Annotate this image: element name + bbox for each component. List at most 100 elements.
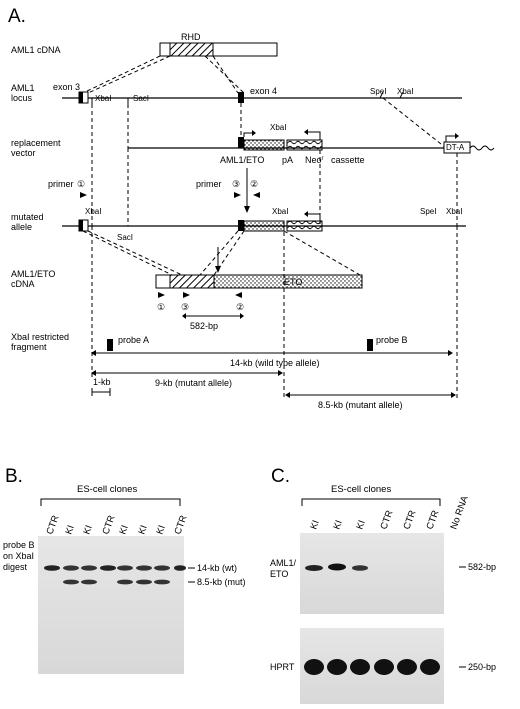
panel-b-side-label-1: probe B	[3, 540, 35, 550]
exon3-fill	[79, 92, 83, 103]
mutated-eto	[243, 220, 285, 232]
row-label-fragment-2: fragment	[11, 342, 47, 352]
panel-c-top-size: 582-bp	[468, 562, 496, 572]
vector-neo-cassette	[286, 139, 323, 151]
vector-pa: pA	[282, 155, 293, 165]
primer-2-arrow	[253, 192, 260, 198]
row-label-fusion-1: AML1/ETO	[11, 269, 55, 279]
panel-b-group-bracket	[40, 498, 181, 506]
mutated-xbai-1: XbaI	[85, 207, 101, 216]
lane-label-no-rna: No RNA	[448, 494, 470, 531]
fusion-primer-3-label: ③	[181, 302, 189, 312]
panel-c-group-label: ES-cell clones	[331, 484, 391, 495]
fusion-primer-2	[235, 292, 242, 298]
vector-eto-insert	[243, 139, 285, 151]
fusion-primer-1	[158, 292, 165, 298]
row-label-locus-2: locus	[11, 93, 33, 103]
band-hprt	[420, 659, 440, 675]
proj-cdna-exon3b	[87, 55, 171, 94]
locus-spei: SpeI	[370, 87, 386, 96]
exon3-label: exon 3	[53, 82, 80, 92]
panel-a-letter: A.	[8, 6, 26, 27]
locus-site-ticks	[91, 91, 404, 104]
vector-tail	[469, 145, 495, 151]
locus-xbai-1: XbaI	[95, 94, 111, 103]
lane-label: CTR	[401, 509, 418, 531]
lane-label: KI	[154, 524, 167, 536]
band-wt-label: 14-kb (wt)	[197, 563, 237, 573]
row-label-cdna: AML1 cDNA	[11, 45, 61, 55]
primer-1-left: ①	[77, 179, 85, 189]
lane-label: CTR	[44, 514, 61, 536]
panel-c-top-label-2: ETO	[270, 569, 288, 579]
proj-cdna-exon4b	[204, 55, 245, 94]
band-hprt	[374, 659, 394, 675]
exon4-box	[238, 92, 244, 103]
band-aml1eto	[352, 565, 368, 571]
panel-b-side-label-2: on XbaI	[3, 551, 34, 561]
lane-label: CTR	[378, 509, 395, 531]
primer-label-left: primer	[48, 179, 74, 189]
band-aml1eto	[328, 563, 346, 571]
scale-label: 1-kb	[93, 377, 111, 387]
band-wt	[117, 565, 133, 571]
panel-b-lanes: CTR KI KI CTR KI KI KI CTR	[44, 514, 189, 536]
pcr-size: 582-bp	[190, 321, 218, 331]
band-hprt	[350, 659, 370, 675]
row-label-vector-2: vector	[11, 148, 36, 158]
southern-bands-mut	[63, 579, 170, 585]
row-label-vector-1: replacement	[11, 138, 61, 148]
southern-bands-wt	[44, 565, 186, 571]
band-mut	[117, 579, 133, 585]
fusion-eto	[213, 274, 363, 289]
primer-1-arrow	[80, 192, 87, 198]
vector-aml1eto: AML1/ETO	[220, 155, 264, 165]
probe-b-label: probe B	[376, 335, 408, 345]
band-wt	[44, 565, 60, 571]
rtpcr-bands-top	[305, 563, 368, 571]
mutated-xbai-2: XbaI	[272, 207, 288, 216]
dta-label: DT-A	[446, 143, 465, 152]
mutated-exon3-fill	[79, 220, 83, 231]
proj-vec-mut-arrow-head	[244, 206, 250, 213]
row-label-mutated-1: mutated	[11, 212, 44, 222]
vector-cassette: cassette	[331, 155, 365, 165]
fusion-arrow-head	[215, 266, 221, 273]
panel-c-top-label-1: AML1/	[270, 558, 297, 568]
proj-mut-fus-3	[199, 230, 239, 276]
row-label-mutated-2: allele	[11, 222, 32, 232]
band-hprt	[397, 659, 417, 675]
band-wt	[136, 565, 152, 571]
frag-85kb-label: 8.5-kb (mutant allele)	[318, 400, 403, 410]
lane-label: KI	[331, 519, 344, 531]
proj-cdna-exon3	[82, 55, 161, 94]
mutated-neo	[286, 220, 323, 232]
vector-xbai: XbaI	[270, 123, 286, 132]
band-mut	[81, 579, 97, 585]
mutated-exon4	[238, 220, 244, 231]
lane-label: KI	[354, 519, 367, 531]
vector-exon	[238, 137, 244, 148]
row-label-fragment-1: XbaI restricted	[11, 332, 69, 342]
rtpcr-gel-bottom	[300, 628, 444, 704]
primer-3-mid: ③	[232, 179, 240, 189]
mutated-arrow	[308, 213, 321, 221]
band-wt	[63, 565, 79, 571]
proj-mut-fus-2	[87, 230, 183, 276]
band-mut-label: 8.5-kb (mut)	[197, 577, 246, 587]
vector-arrow-1	[243, 132, 252, 137]
fusion-primer-1-label: ①	[157, 302, 165, 312]
proj-cdna-exon4	[212, 55, 239, 94]
locus-xbai-2: XbaI	[397, 87, 413, 96]
mutated-xbai-3: XbaI	[446, 207, 462, 216]
frag-14kb-label: 14-kb (wild type allele)	[230, 358, 320, 368]
southern-blot	[38, 536, 184, 674]
band-mut	[63, 579, 79, 585]
locus-saci: SacI	[133, 94, 149, 103]
rhd-label: RHD	[181, 32, 201, 42]
frag-9kb-label: 9-kb (mutant allele)	[155, 378, 232, 388]
lane-label: CTR	[424, 509, 441, 531]
vector-arrow-2	[308, 131, 321, 140]
lane-label: KI	[136, 524, 149, 536]
